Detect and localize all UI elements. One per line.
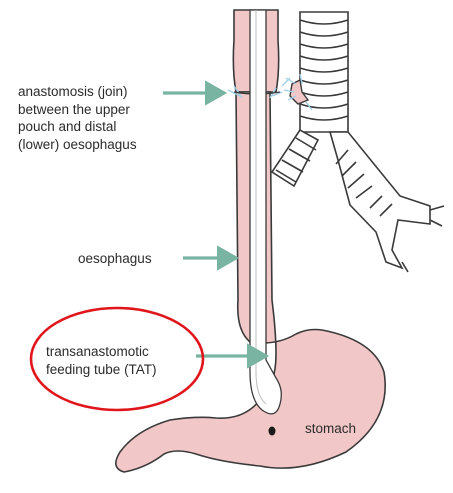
left-bronchus [272, 130, 318, 186]
label-transanastomotic-feeding-tube: transanastomotic feeding tube (TAT) [46, 343, 157, 378]
label-anastomosis: anastomosis (join) between the upper pou… [18, 83, 218, 153]
trachea [300, 12, 348, 132]
label-oesophagus: oesophagus [78, 250, 152, 268]
feeding-tube-tip-hole [269, 427, 276, 436]
right-bronchus [330, 132, 444, 272]
label-stomach: stomach [305, 420, 356, 438]
